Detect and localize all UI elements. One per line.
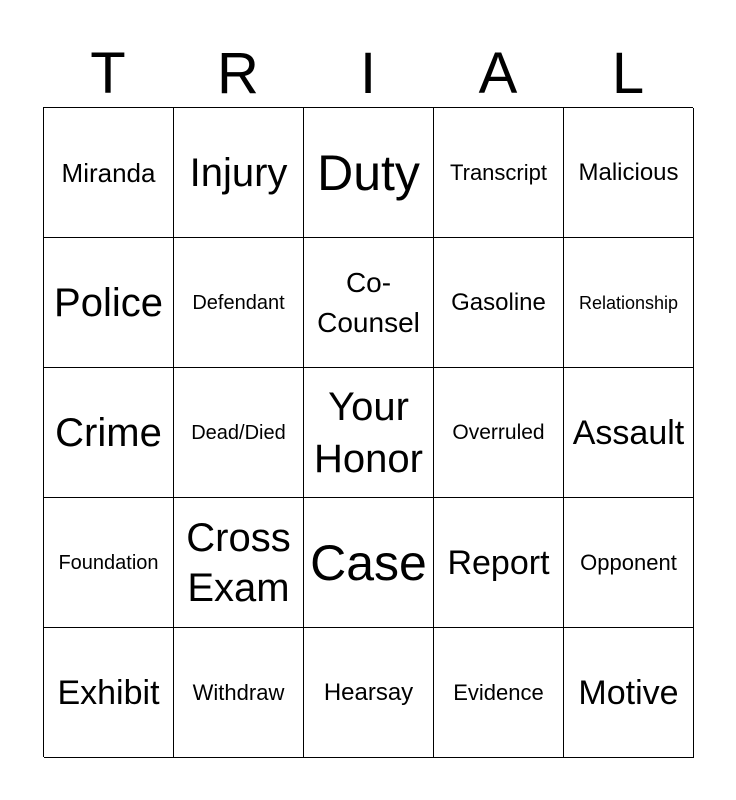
bingo-cell-exhibit[interactable]: Exhibit: [44, 628, 174, 758]
cell-label: Defendant: [192, 291, 285, 314]
header-letter-a: A: [478, 41, 518, 106]
cell-label: Cross Exam: [186, 515, 291, 610]
bingo-cell-opponent[interactable]: Opponent: [564, 498, 694, 628]
bingo-cell-relationship[interactable]: Relationship: [564, 238, 694, 368]
bingo-cell-transcript[interactable]: Transcript: [434, 108, 564, 238]
bingo-cell-hearsay[interactable]: Hearsay: [304, 628, 434, 758]
bingo-cell-motive[interactable]: Motive: [564, 628, 694, 758]
cell-label: Relationship: [578, 292, 679, 313]
bingo-cell-miranda[interactable]: Miranda: [44, 108, 174, 238]
bingo-board: Miranda Injury Duty Transcript Malicious…: [43, 107, 694, 758]
cell-label: Report: [447, 543, 550, 582]
bingo-cell-overruled[interactable]: Overruled: [434, 368, 564, 498]
cell-label: Miranda: [61, 157, 156, 188]
bingo-cell-your-honor[interactable]: Your Honor: [304, 368, 434, 498]
cell-label: Dead/Died: [191, 421, 286, 444]
bingo-cell-foundation[interactable]: Foundation: [44, 498, 174, 628]
bingo-cell-police[interactable]: Police: [44, 238, 174, 368]
bingo-cell-crime[interactable]: Crime: [44, 368, 174, 498]
bingo-cell-co-counsel[interactable]: Co-Counsel: [304, 238, 434, 368]
cell-label: Case: [310, 534, 427, 591]
cell-label: Motive: [578, 673, 679, 712]
header-letter-i: I: [359, 41, 377, 106]
cell-label: Injury: [189, 150, 288, 195]
bingo-cell-malicious[interactable]: Malicious: [564, 108, 694, 238]
bingo-cell-cross-exam[interactable]: Cross Exam: [174, 498, 304, 628]
cell-label: Co-Counsel: [317, 266, 420, 338]
bingo-cell-evidence[interactable]: Evidence: [434, 628, 564, 758]
bingo-cell-case[interactable]: Case: [304, 498, 434, 628]
header-letter-l: L: [611, 41, 645, 106]
bingo-cell-assault[interactable]: Assault: [564, 368, 694, 498]
cell-label: Exhibit: [57, 673, 160, 712]
cell-label: Withdraw: [192, 679, 285, 705]
bingo-cell-report[interactable]: Report: [434, 498, 564, 628]
cell-label: Police: [54, 280, 163, 325]
bingo-cell-duty[interactable]: Duty: [304, 108, 434, 238]
bingo-cell-injury[interactable]: Injury: [174, 108, 304, 238]
cell-label: Malicious: [578, 158, 679, 186]
cell-label: Overruled: [452, 420, 545, 444]
bingo-cell-defendant[interactable]: Defendant: [174, 238, 304, 368]
cell-label: Duty: [317, 144, 420, 201]
cell-label: Crime: [55, 410, 162, 455]
cell-label: Your Honor: [314, 384, 423, 481]
cell-label: Opponent: [580, 549, 677, 575]
cell-label: Assault: [572, 413, 685, 452]
cell-label: Hearsay: [323, 678, 414, 706]
cell-label: Evidence: [453, 679, 544, 705]
cell-label: Transcript: [450, 159, 547, 185]
cell-label: Foundation: [58, 551, 159, 574]
bingo-cell-gasoline[interactable]: Gasoline: [434, 238, 564, 368]
bingo-cell-withdraw[interactable]: Withdraw: [174, 628, 304, 758]
cell-label: Gasoline: [451, 288, 546, 316]
header-letter-r: R: [217, 41, 259, 106]
bingo-header: T R I A L: [43, 40, 693, 108]
header-letter-t: T: [90, 41, 126, 106]
bingo-cell-dead-died[interactable]: Dead/Died: [174, 368, 304, 498]
